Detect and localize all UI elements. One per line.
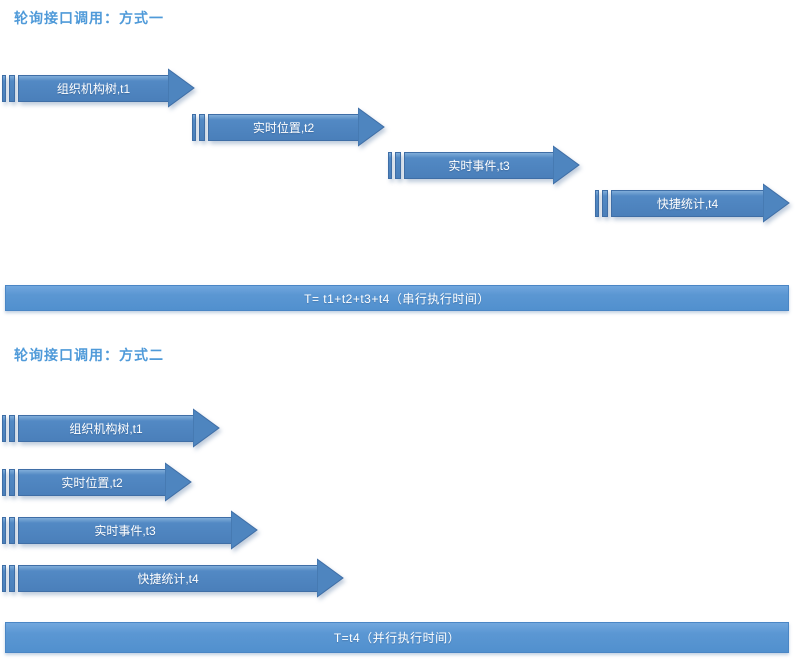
arrow-stripe-icon <box>9 516 15 544</box>
arrow-head-icon <box>317 558 344 598</box>
arrow-realtime-event-t3-serial: 实时事件,t3 <box>388 145 580 185</box>
arrow-quick-stats-t4-serial: 快捷统计,t4 <box>595 183 790 223</box>
arrow-org-tree-t1-parallel: 组织机构树,t1 <box>2 408 220 448</box>
arrow-head-icon <box>231 510 258 550</box>
arrow-body: 实时事件,t3 <box>18 516 231 544</box>
arrow-body: 组织机构树,t1 <box>18 74 168 102</box>
arrow-label: 实时事件,t3 <box>94 523 156 538</box>
arrow-quick-stats-t4-parallel: 快捷统计,t4 <box>2 558 344 598</box>
arrow-stripe-icon <box>602 189 608 217</box>
arrow-label: 实时位置,t2 <box>61 475 123 490</box>
arrow-stripe-icon <box>9 468 15 496</box>
arrow-label: 快捷统计,t4 <box>137 571 199 586</box>
arrow-body: 组织机构树,t1 <box>18 414 193 442</box>
serial-total-time-label: T= t1+t2+t3+t4（串行执行时间） <box>304 291 490 306</box>
arrow-label: 实时事件,t3 <box>448 158 510 173</box>
arrow-stripe-icon <box>2 414 6 442</box>
arrow-realtime-event-t3-parallel: 实时事件,t3 <box>2 510 258 550</box>
arrow-realtime-position-t2-serial: 实时位置,t2 <box>192 107 385 147</box>
arrow-head-icon <box>193 408 220 448</box>
arrow-stripe-icon <box>2 564 6 592</box>
arrow-label: 快捷统计,t4 <box>656 196 719 211</box>
serial-total-time-bar: T= t1+t2+t3+t4（串行执行时间） <box>5 285 789 311</box>
arrow-stripe-icon <box>388 151 392 179</box>
arrow-head-icon <box>553 145 580 185</box>
arrow-label: 组织机构树,t1 <box>69 421 143 436</box>
arrow-stripe-icon <box>395 151 401 179</box>
parallel-total-time-label: T=t4（并行执行时间） <box>333 631 461 645</box>
arrow-body: 实时位置,t2 <box>208 113 358 141</box>
arrow-head-icon <box>763 183 790 223</box>
arrow-stripe-icon <box>9 74 15 102</box>
arrow-body: 快捷统计,t4 <box>611 189 763 217</box>
arrow-realtime-position-t2-parallel: 实时位置,t2 <box>2 462 192 502</box>
arrow-stripe-icon <box>192 113 196 141</box>
arrow-head-icon <box>358 107 385 147</box>
arrow-head-icon <box>165 462 192 502</box>
arrow-stripe-icon <box>9 564 15 592</box>
arrow-label: 实时位置,t2 <box>252 120 315 135</box>
arrow-body: 快捷统计,t4 <box>18 564 317 592</box>
arrow-stripe-icon <box>2 74 6 102</box>
section1-title: 轮询接口调用：方式一 <box>14 10 164 26</box>
arrow-stripe-icon <box>2 516 6 544</box>
arrow-body: 实时事件,t3 <box>404 151 553 179</box>
arrow-stripe-icon <box>9 414 15 442</box>
arrow-stripe-icon <box>595 189 599 217</box>
section2-title: 轮询接口调用：方式二 <box>14 347 164 363</box>
parallel-total-time-bar: T=t4（并行执行时间） <box>5 622 789 653</box>
arrow-head-icon <box>168 68 195 108</box>
arrow-stripe-icon <box>199 113 205 141</box>
arrow-label: 组织机构树,t1 <box>56 81 131 96</box>
arrow-body: 实时位置,t2 <box>18 468 165 496</box>
arrow-org-tree-t1-serial: 组织机构树,t1 <box>2 68 195 108</box>
arrow-stripe-icon <box>2 468 6 496</box>
